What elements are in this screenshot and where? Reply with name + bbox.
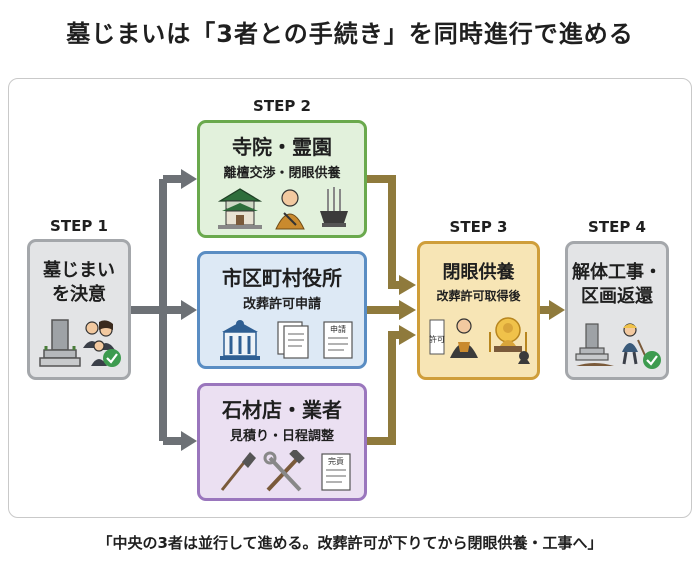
certificate-label: 許可 — [429, 334, 445, 344]
arrowhead-step3-to-step4 — [549, 300, 565, 320]
city-office-icons: 申請 — [220, 320, 353, 360]
step-4-icons — [575, 323, 661, 369]
completion-document-label: 完貢 — [328, 456, 344, 466]
temple-subtext: 離檀交渉・閉眼供養 — [223, 166, 341, 181]
check-icon-step4 — [643, 351, 661, 369]
footer-note: 「中央の3者は並行して進める。改葬許可が下りてから閉眼供養・工事へ」 — [97, 534, 603, 552]
arrowhead-to-stonemason — [181, 431, 197, 451]
page-title: 墓じまいは「3者との手続き」を同時進行で進める — [66, 20, 634, 48]
family-icon — [83, 320, 115, 366]
documents-icon — [277, 321, 309, 359]
hammer-wrench-icon — [263, 450, 305, 492]
grave-icon — [39, 319, 81, 367]
step-1-heading-line2: を決意 — [52, 284, 106, 305]
step-3-icons: 許可 — [429, 317, 530, 364]
step-3-box: 閉眼供養 改葬許可取得後 許可 — [417, 241, 540, 380]
arrowhead-office-to-step3 — [399, 300, 416, 320]
grave-removal-icon — [575, 323, 609, 361]
temple-box: 寺院・霊園 離檀交渉・閉眼供養 — [197, 120, 367, 238]
step-4-box: 解体工事・ 区画返還 — [565, 241, 669, 380]
step-3-subtext: 改葬許可取得後 — [436, 289, 521, 303]
completion-document-icon: 完貢 — [321, 453, 351, 491]
step-3-heading: 閉眼供養 — [442, 262, 515, 283]
temple-heading: 寺院・霊園 — [232, 135, 332, 159]
certificate-icon: 許可 — [429, 319, 445, 355]
step-2-label: STEP 2 — [253, 97, 311, 115]
arrowhead-temple-to-step3 — [399, 275, 416, 295]
step-1-icons — [39, 319, 121, 367]
shovel-icon — [220, 452, 256, 491]
step-1-label: STEP 1 — [50, 217, 108, 235]
stonemason-heading: 石材店・業者 — [222, 398, 342, 422]
stonemason-box: 石材店・業者 見積り・日程調整 完貢 — [197, 383, 367, 501]
step-1-box: 墓じまい を決意 — [27, 239, 131, 380]
temple-icons — [217, 187, 348, 230]
step-3-label: STEP 3 — [449, 218, 508, 236]
city-office-box: 市区町村役所 改葬許可申請 申請 — [197, 251, 367, 369]
monk-praying-icon — [450, 318, 478, 358]
incense-burner-icon — [320, 187, 348, 227]
temple-building-icon — [217, 188, 263, 229]
step-4-heading-line2: 区画返還 — [581, 286, 653, 307]
step-1-heading-line1: 墓じまい — [43, 260, 115, 281]
soil-mound-icon — [576, 363, 614, 366]
government-building-icon — [220, 320, 260, 360]
step-4-heading-line1: 解体工事・ — [572, 262, 662, 283]
arrowhead-to-office — [181, 300, 197, 320]
application-form-icon: 申請 — [323, 321, 353, 359]
stonemason-icons: 完貢 — [220, 450, 351, 492]
stonemason-subtext: 見積り・日程調整 — [229, 429, 334, 444]
step-4-label: STEP 4 — [588, 218, 646, 236]
city-office-subtext: 改葬許可申請 — [242, 297, 321, 312]
branch-arrows — [131, 175, 182, 445]
check-icon — [103, 349, 121, 367]
city-office-heading: 市区町村役所 — [222, 266, 342, 290]
application-form-label: 申請 — [330, 324, 346, 334]
arrowhead-stonemason-to-step3 — [399, 325, 416, 345]
monk-icon — [275, 189, 305, 230]
worker-icon — [622, 323, 649, 365]
buddha-altar-icon — [489, 317, 530, 364]
arrowhead-to-temple — [181, 169, 197, 189]
merge-arrows — [367, 175, 550, 445]
